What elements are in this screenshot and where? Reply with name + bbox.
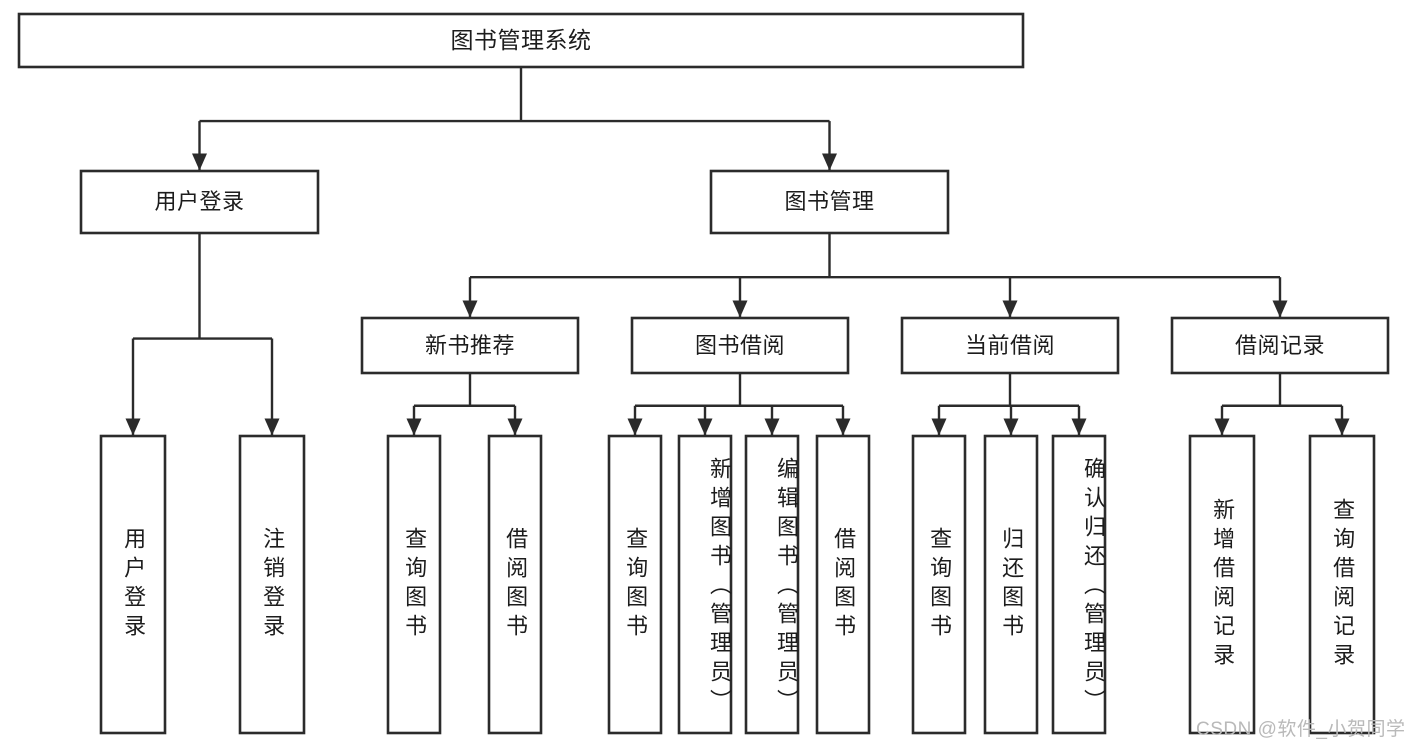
node-box-leaf-query-record[interactable] — [1308, 434, 1376, 735]
arrow-head-icon — [697, 418, 713, 436]
arrow-head-icon — [1002, 300, 1018, 318]
node-layer — [17, 12, 1390, 735]
arrow-head-icon — [462, 300, 478, 318]
node-borrow-record[interactable] — [1172, 318, 1388, 373]
node-leaf-borrow-book-2[interactable] — [817, 436, 869, 733]
node-leaf-return-book[interactable] — [985, 436, 1037, 733]
arrow-head-icon — [1334, 418, 1350, 436]
arrow-head-icon — [764, 418, 780, 436]
node-book-borrow[interactable] — [632, 318, 848, 373]
node-user-login[interactable] — [81, 171, 318, 233]
node-box-leaf-query-book-1[interactable] — [386, 434, 442, 735]
node-leaf-query-book-1[interactable] — [388, 436, 440, 733]
node-leaf-add-book[interactable] — [679, 436, 731, 733]
node-leaf-query-book-2[interactable] — [609, 436, 661, 733]
node-root[interactable] — [19, 14, 1023, 67]
node-box-new-book-rec[interactable] — [360, 316, 580, 375]
node-box-leaf-edit-book[interactable] — [744, 434, 800, 735]
node-leaf-query-book-3[interactable] — [913, 436, 965, 733]
arrow-head-icon — [1272, 300, 1288, 318]
arrow-head-icon — [125, 418, 141, 436]
node-leaf-edit-book[interactable] — [746, 436, 798, 733]
node-box-user-login[interactable] — [79, 169, 320, 235]
node-box-leaf-query-book-2[interactable] — [607, 434, 663, 735]
arrow-head-icon — [931, 418, 947, 436]
node-box-book-borrow[interactable] — [630, 316, 850, 375]
arrow-head-icon — [1214, 418, 1230, 436]
arrow-head-icon — [507, 418, 523, 436]
node-leaf-confirm-return[interactable] — [1053, 436, 1105, 733]
node-box-leaf-user-login[interactable] — [99, 434, 167, 735]
node-box-leaf-return-book[interactable] — [983, 434, 1039, 735]
node-leaf-query-record[interactable] — [1310, 436, 1374, 733]
node-box-leaf-user-logout[interactable] — [238, 434, 306, 735]
node-box-leaf-add-record[interactable] — [1188, 434, 1256, 735]
node-box-root[interactable] — [17, 12, 1025, 69]
arrow-head-icon — [1071, 418, 1087, 436]
node-current-borrow[interactable] — [902, 318, 1118, 373]
node-leaf-user-login[interactable] — [101, 436, 165, 733]
node-new-book-rec[interactable] — [362, 318, 578, 373]
arrow-head-icon — [822, 153, 837, 171]
arrow-head-icon — [406, 418, 422, 436]
node-box-leaf-add-book[interactable] — [677, 434, 733, 735]
node-box-borrow-record[interactable] — [1170, 316, 1390, 375]
node-box-leaf-borrow-book-1[interactable] — [487, 434, 543, 735]
arrow-head-icon — [1003, 418, 1019, 436]
node-leaf-borrow-book-1[interactable] — [489, 436, 541, 733]
csdn-watermark: CSDN @软件_小贺同学 — [1196, 719, 1405, 740]
node-box-leaf-borrow-book-2[interactable] — [815, 434, 871, 735]
arrow-head-icon — [264, 418, 280, 436]
node-box-book-manage[interactable] — [709, 169, 950, 235]
node-box-leaf-confirm-return[interactable] — [1051, 434, 1107, 735]
node-box-leaf-query-book-3[interactable] — [911, 434, 967, 735]
node-book-manage[interactable] — [711, 171, 948, 233]
connector-layer — [125, 67, 1350, 436]
arrow-head-icon — [835, 418, 851, 436]
arrow-head-icon — [732, 300, 748, 318]
node-leaf-add-record[interactable] — [1190, 436, 1254, 733]
arrow-head-icon — [627, 418, 643, 436]
arrow-head-icon — [192, 153, 207, 171]
node-leaf-user-logout[interactable] — [240, 436, 304, 733]
node-box-current-borrow[interactable] — [900, 316, 1120, 375]
